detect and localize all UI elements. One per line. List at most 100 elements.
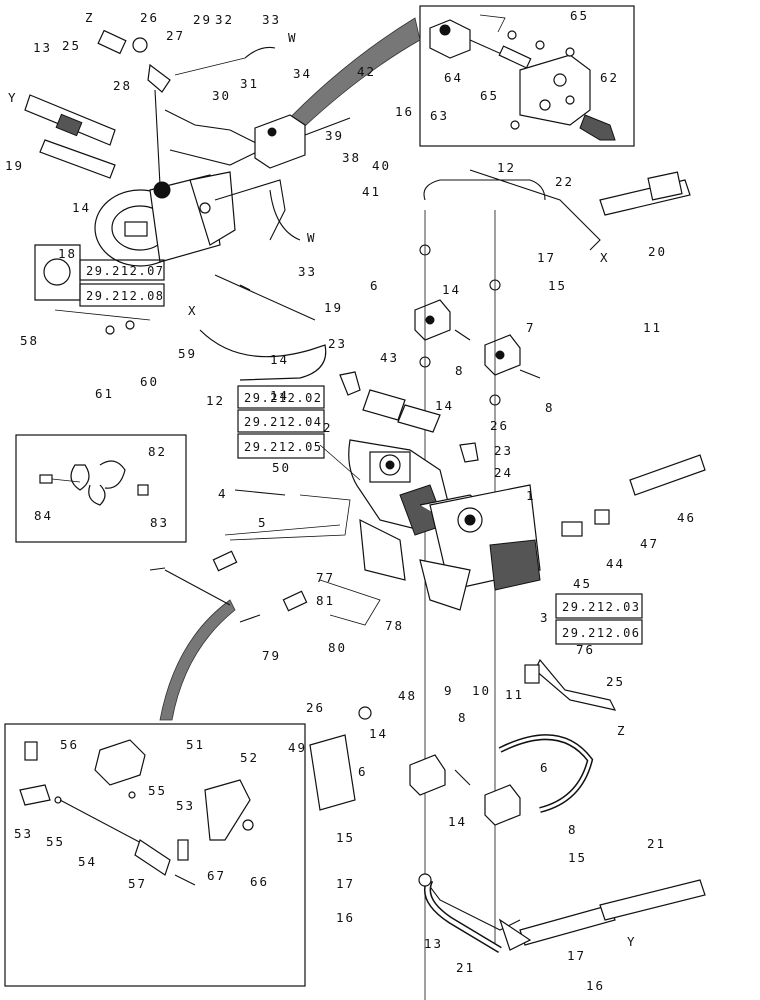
callout-77: 77 bbox=[316, 570, 335, 585]
callout-78: 78 bbox=[385, 618, 404, 633]
callout-43: 43 bbox=[380, 350, 399, 365]
ref-29-212-06: 29.212.06 bbox=[562, 626, 641, 640]
callout-20: 20 bbox=[648, 244, 667, 259]
callout-67: 67 bbox=[207, 868, 226, 883]
callout-15: 15 bbox=[548, 278, 567, 293]
callout-21b: 21 bbox=[456, 960, 475, 975]
callout-14c: 14 bbox=[270, 352, 289, 367]
callout-y2: Y bbox=[627, 934, 637, 949]
callout-44: 44 bbox=[606, 556, 625, 571]
callout-26b: 26 bbox=[490, 418, 509, 433]
callout-17b: 17 bbox=[336, 876, 355, 891]
callout-60: 60 bbox=[140, 374, 159, 389]
callout-12: 12 bbox=[497, 160, 516, 175]
upper-pump-assembly bbox=[24, 29, 351, 381]
inset-pointer bbox=[259, 17, 421, 151]
callout-8c: 8 bbox=[458, 710, 468, 725]
callout-55b: 55 bbox=[46, 834, 65, 849]
callout-51: 51 bbox=[186, 737, 205, 752]
callout-15c: 15 bbox=[568, 850, 587, 865]
center-tandem-pump bbox=[229, 371, 541, 611]
callout-64: 64 bbox=[444, 70, 463, 85]
callout-76: 76 bbox=[576, 642, 595, 657]
callout-13b: 13 bbox=[424, 936, 443, 951]
callout-33b: 33 bbox=[298, 264, 317, 279]
callout-14f: 14 bbox=[448, 814, 467, 829]
callout-w2: W bbox=[307, 230, 317, 245]
callout-23: 23 bbox=[328, 336, 347, 351]
inset-valve-block bbox=[419, 5, 635, 147]
callout-53: 53 bbox=[176, 798, 195, 813]
reference-box-group-upper: 29.212.07 29.212.08 bbox=[79, 259, 165, 307]
callout-33: 33 bbox=[262, 12, 281, 27]
callout-14b: 14 bbox=[442, 282, 461, 297]
control-linkage bbox=[149, 524, 381, 626]
callout-34: 34 bbox=[293, 66, 312, 81]
callout-46: 46 bbox=[677, 510, 696, 525]
callout-2: 2 bbox=[323, 420, 333, 435]
callout-41: 41 bbox=[362, 184, 381, 199]
callout-11: 11 bbox=[643, 320, 662, 335]
callout-14d: 14 bbox=[435, 398, 454, 413]
callout-1: 1 bbox=[526, 488, 536, 503]
callout-55: 55 bbox=[148, 783, 167, 798]
callout-12b: 12 bbox=[206, 393, 225, 408]
callout-17c: 17 bbox=[567, 948, 586, 963]
callout-6c: 6 bbox=[540, 760, 550, 775]
callout-labels: Z 25 26 27 29 32 33 W 13 28 31 30 34 42 … bbox=[5, 8, 696, 993]
callout-3: 3 bbox=[540, 610, 550, 625]
callout-56: 56 bbox=[60, 737, 79, 752]
callout-9: 9 bbox=[444, 683, 454, 698]
callout-16b: 16 bbox=[336, 910, 355, 925]
callout-w: W bbox=[288, 30, 298, 45]
callout-26c: 26 bbox=[306, 700, 325, 715]
callout-8b: 8 bbox=[545, 400, 555, 415]
callout-19: 19 bbox=[5, 158, 24, 173]
right-hoses bbox=[524, 454, 706, 711]
callout-79: 79 bbox=[262, 648, 281, 663]
callout-21: 21 bbox=[647, 836, 666, 851]
callout-82: 82 bbox=[148, 444, 167, 459]
inset-linkage-detail bbox=[4, 723, 306, 987]
callout-26: 26 bbox=[140, 10, 159, 25]
callout-5: 5 bbox=[258, 515, 268, 530]
callout-16: 16 bbox=[395, 104, 414, 119]
callout-18: 18 bbox=[58, 246, 77, 261]
callout-23b: 23 bbox=[494, 443, 513, 458]
callout-84: 84 bbox=[34, 508, 53, 523]
ref-29-212-02: 29.212.02 bbox=[244, 391, 323, 405]
callout-65b: 65 bbox=[480, 88, 499, 103]
callout-45: 45 bbox=[573, 576, 592, 591]
callout-17: 17 bbox=[537, 250, 556, 265]
callout-50: 50 bbox=[272, 460, 291, 475]
callout-4: 4 bbox=[218, 486, 228, 501]
callout-z: Z bbox=[85, 10, 95, 25]
callout-27: 27 bbox=[166, 28, 185, 43]
callout-14e: 14 bbox=[369, 726, 388, 741]
callout-19b: 19 bbox=[324, 300, 343, 315]
callout-22: 22 bbox=[555, 174, 574, 189]
callout-83: 83 bbox=[150, 515, 169, 530]
callout-x2: X bbox=[188, 303, 198, 318]
callout-10: 10 bbox=[472, 683, 491, 698]
callout-54: 54 bbox=[78, 854, 97, 869]
callout-x: X bbox=[600, 250, 610, 265]
callout-39: 39 bbox=[325, 128, 344, 143]
ref-29-212-03: 29.212.03 bbox=[562, 600, 641, 614]
callout-15b: 15 bbox=[336, 830, 355, 845]
ref-29-212-07: 29.212.07 bbox=[86, 264, 165, 278]
callout-13: 13 bbox=[33, 40, 52, 55]
callout-14g: 14 bbox=[270, 388, 289, 403]
inset-pointer-lower bbox=[159, 599, 236, 721]
upper-right-hoses bbox=[414, 169, 691, 1000]
callout-32: 32 bbox=[215, 12, 234, 27]
callout-42: 42 bbox=[357, 64, 376, 79]
callout-y: Y bbox=[8, 90, 18, 105]
callout-8d: 8 bbox=[568, 822, 578, 837]
callout-30: 30 bbox=[212, 88, 231, 103]
ref-29-212-05: 29.212.05 bbox=[244, 440, 323, 454]
callout-8: 8 bbox=[455, 363, 465, 378]
callout-80: 80 bbox=[328, 640, 347, 655]
callout-6b: 6 bbox=[358, 764, 368, 779]
callout-24: 24 bbox=[494, 465, 513, 480]
